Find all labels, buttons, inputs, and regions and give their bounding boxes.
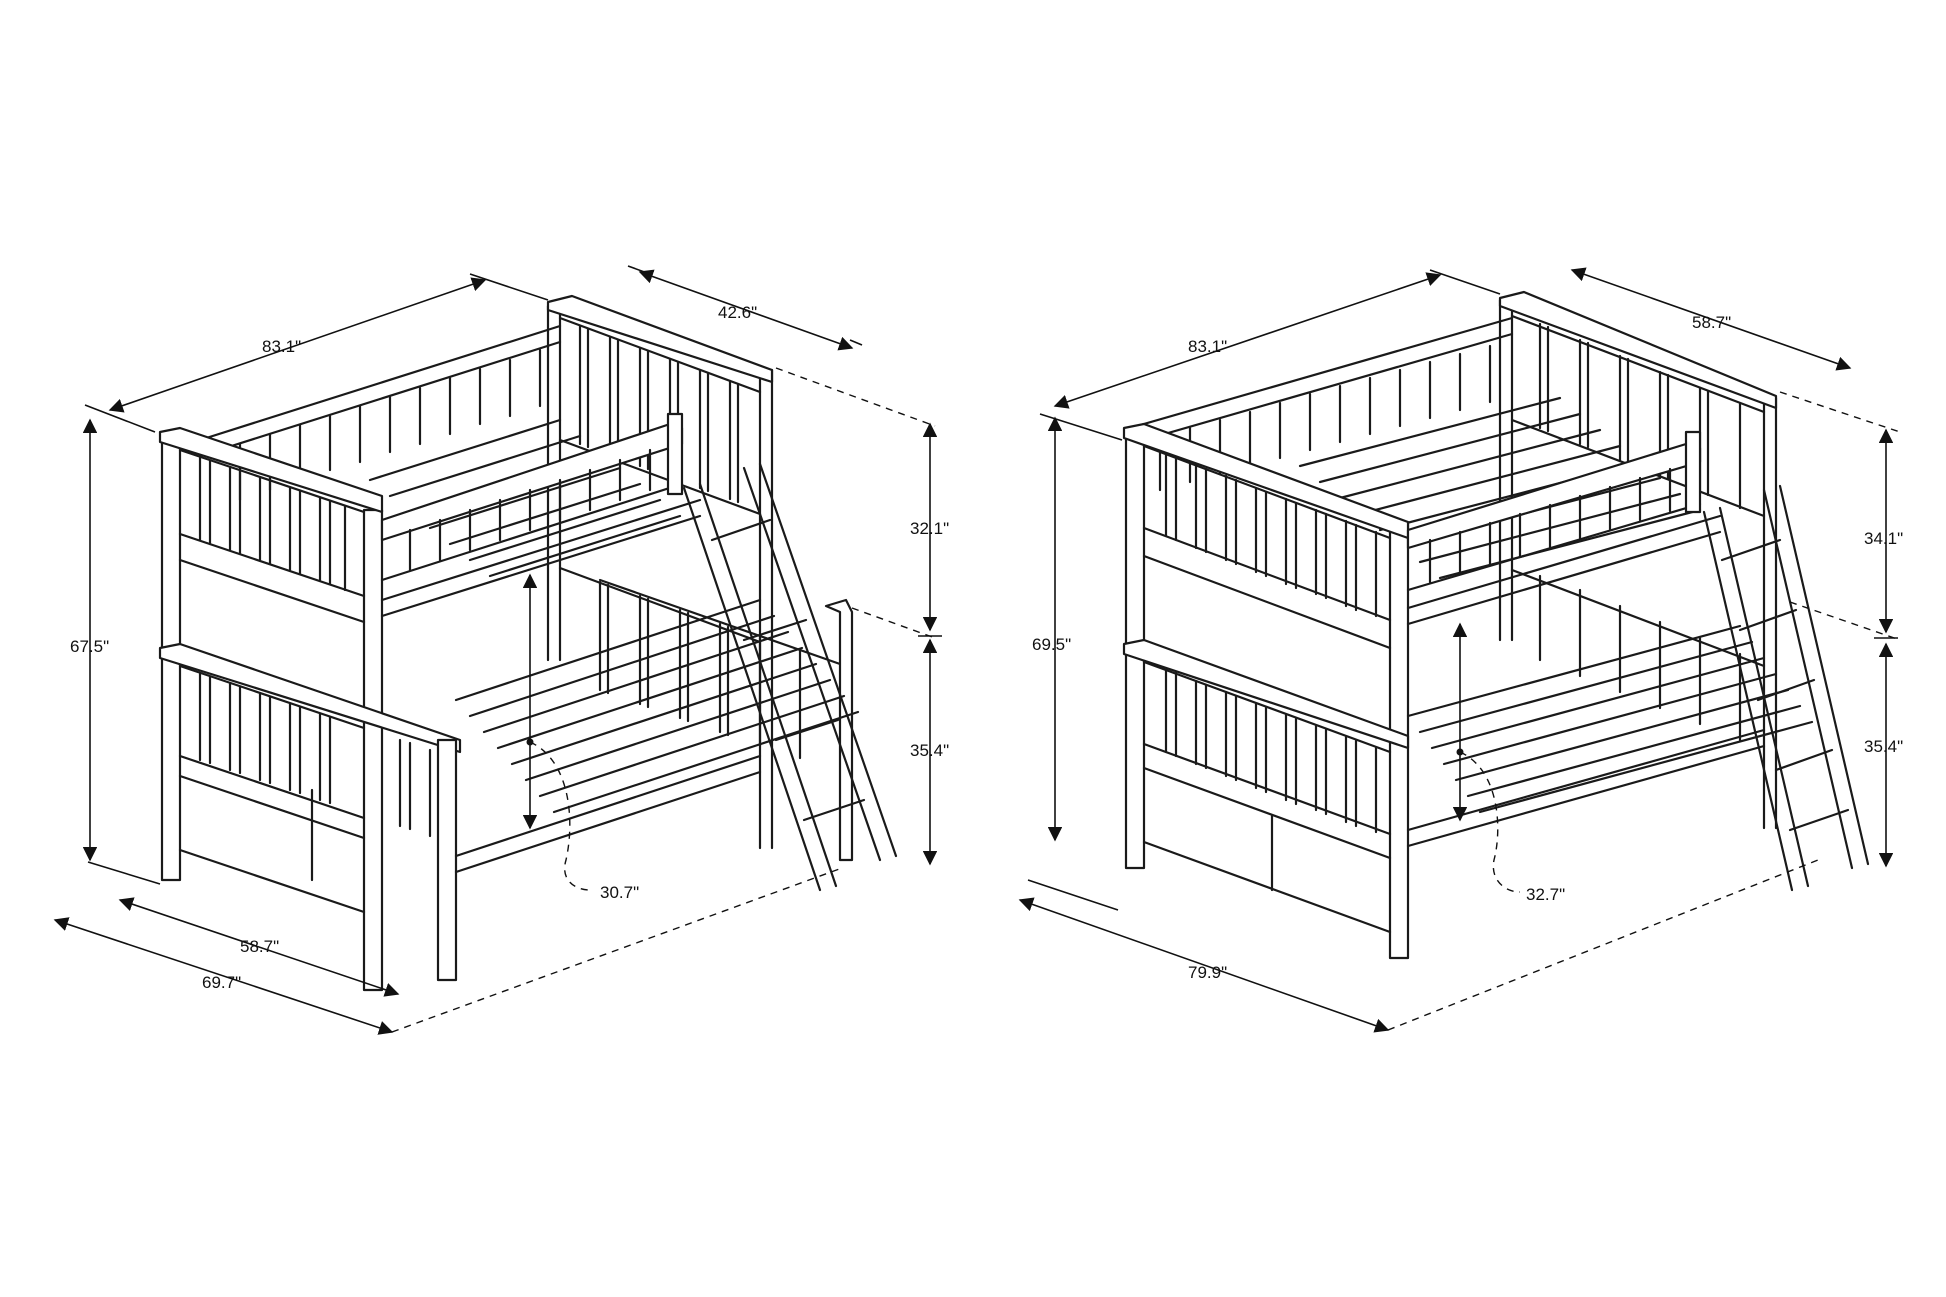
bed-drawing-left — [158, 294, 898, 992]
bed-drawing-right — [1122, 290, 1870, 960]
dimension-labels-left: 83.1" 42.6" 67.5" 32.1" 35.4" 30.7" 58.7… — [70, 303, 949, 992]
label-clearance-left: 30.7" — [600, 883, 639, 902]
label-lower-height-right: 35.4" — [1864, 737, 1903, 756]
label-lower-height-left: 35.4" — [910, 741, 949, 760]
dimension-labels-right: 83.1" 58.7" 69.5" 34.1" 35.4" 32.7" 79.9… — [1032, 313, 1903, 982]
label-overall-width-right: 79.9" — [1188, 963, 1227, 982]
label-upper-height-right: 34.1" — [1864, 529, 1903, 548]
label-length-left: 83.1" — [262, 337, 301, 356]
dimension-lines-right — [1018, 267, 1901, 1033]
dimension-lines-left — [53, 265, 942, 1035]
label-overall-height-left: 67.5" — [70, 637, 109, 656]
label-bottom-width-left: 58.7" — [240, 937, 279, 956]
label-overall-width-left: 69.7" — [202, 973, 241, 992]
label-top-width-right: 58.7" — [1692, 313, 1731, 332]
label-overall-height-right: 69.5" — [1032, 635, 1071, 654]
label-upper-height-left: 32.1" — [910, 519, 949, 538]
label-length-right: 83.1" — [1188, 337, 1227, 356]
label-clearance-right: 32.7" — [1526, 885, 1565, 904]
label-top-width-left: 42.6" — [718, 303, 757, 322]
